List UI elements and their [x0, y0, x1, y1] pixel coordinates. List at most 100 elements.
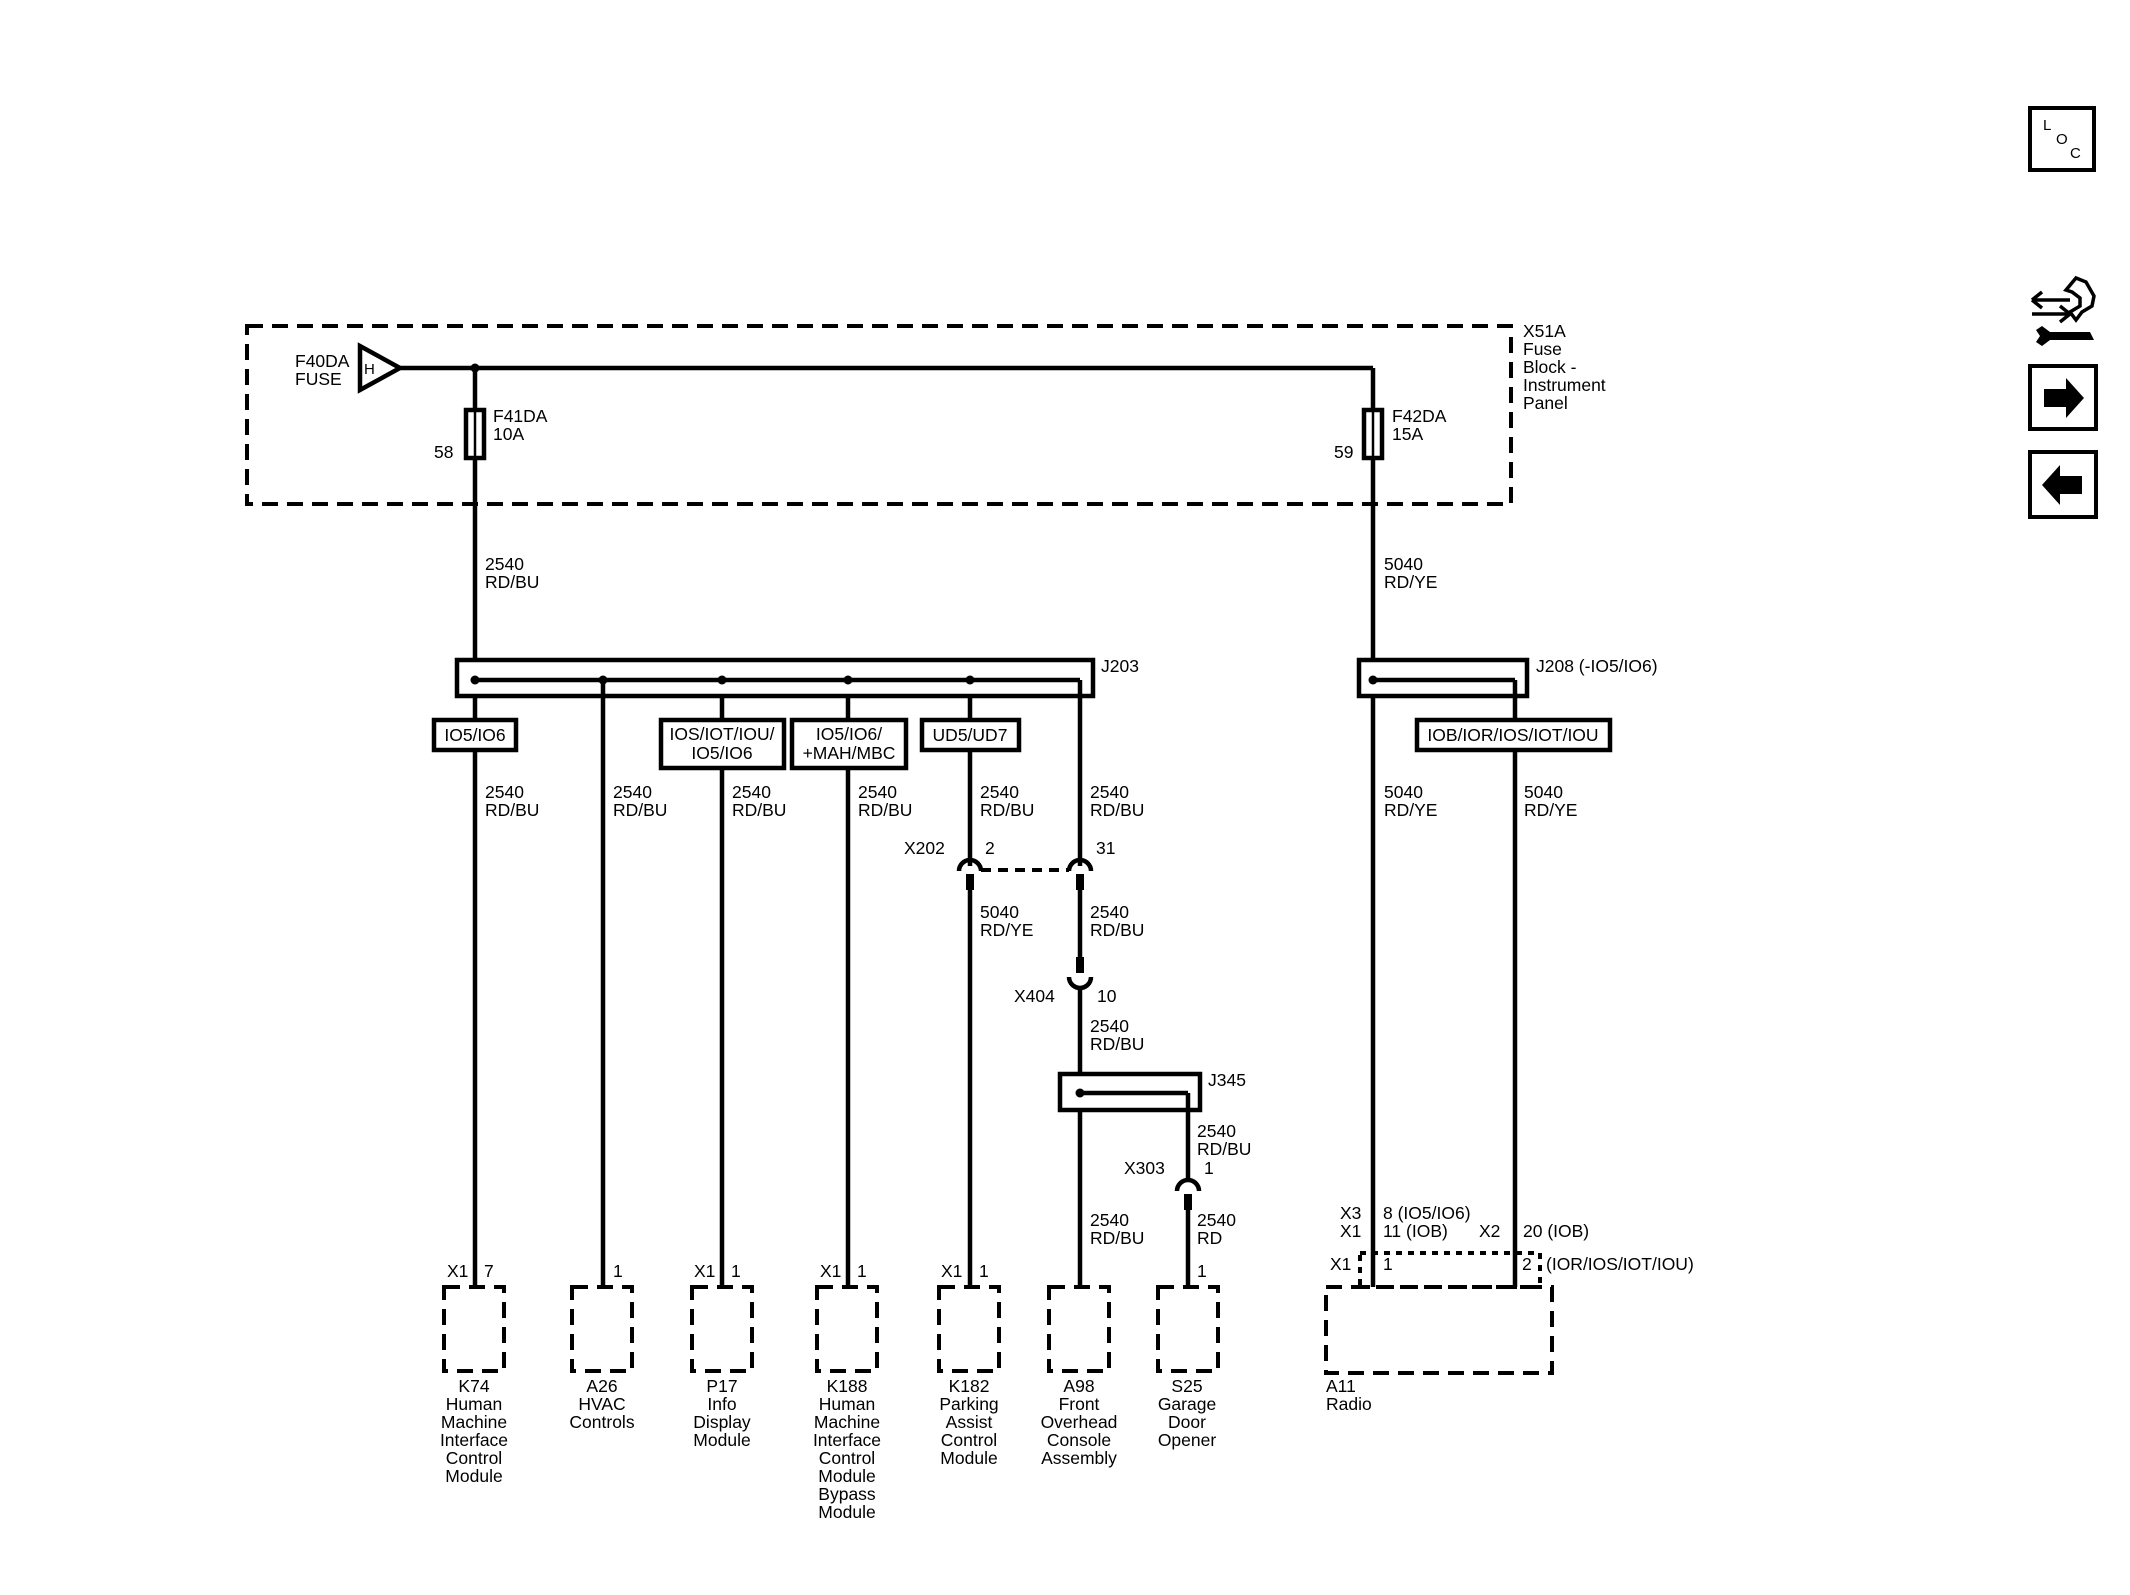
component-p17-label: P17 Info Display Module — [693, 1376, 751, 1450]
component-k74-label: K74 Human Machine Interface Control Modu… — [440, 1376, 508, 1486]
option-p17-text: IOS/IOT/IOU/ — [669, 724, 774, 744]
connector-pin — [1184, 1194, 1192, 1210]
component-s25-label: S25 Garage Door Opener — [1158, 1376, 1217, 1450]
location-letter: C — [2070, 145, 2081, 162]
component-desc: Parking — [939, 1394, 998, 1414]
splice-j345-label: J345 — [1208, 1070, 1246, 1090]
splice-node — [717, 675, 727, 685]
component-desc: Control — [446, 1448, 502, 1468]
component-a11-name: Radio — [1326, 1394, 1372, 1414]
connector-x303-pin: 1 — [1204, 1158, 1214, 1178]
option-k182 — [919, 717, 1022, 753]
connector-pin — [1076, 874, 1084, 890]
option-k74 — [431, 717, 519, 753]
fuse-f42da-name: F42DA — [1392, 406, 1447, 426]
component-desc: Door — [1168, 1412, 1206, 1432]
wire-gauge: 5040 — [980, 902, 1019, 922]
radio-pin-x3: 8 (IO5/IO6) — [1383, 1203, 1471, 1223]
wire-gauge: 2540 — [858, 782, 897, 802]
component-k74-box — [442, 1285, 506, 1373]
radio-connector-x1: X1 — [1340, 1221, 1361, 1241]
wire-color: RD/YE — [1384, 800, 1437, 820]
component-a11-ref: A11 — [1326, 1376, 1356, 1396]
component-desc: Module — [818, 1502, 875, 1522]
source-fuse-name: F40DA — [295, 351, 350, 371]
fuse-f41da-pin: 58 — [434, 442, 453, 462]
fuse-f42da-rating: 15A — [1392, 424, 1423, 444]
arrow-right-line — [2032, 304, 2072, 324]
component-ref: A26 — [586, 1376, 617, 1396]
wire-gauge: 2540 — [732, 782, 771, 802]
connector-x202-pin-b: 31 — [1096, 838, 1115, 858]
connector-x404-label: X404 — [1014, 986, 1055, 1006]
component-desc: Bypass — [818, 1484, 876, 1504]
component-ref: K182 — [949, 1376, 990, 1396]
wire-gauge: 2540 — [1090, 1210, 1129, 1230]
fuse-block-outline — [245, 324, 1513, 506]
connector-pin — [1076, 957, 1084, 973]
radio-pin-2: 2 — [1522, 1254, 1532, 1274]
option-p17 — [658, 717, 787, 771]
option-k188-text: +MAH/MBC — [803, 743, 896, 763]
component-desc: Human — [819, 1394, 875, 1414]
component-a98-box — [1047, 1285, 1111, 1373]
fuse-block-desc: Panel — [1523, 393, 1568, 413]
component-a98-label: A98 Front Overhead Console Assembly — [1041, 1376, 1118, 1468]
component-ref: K188 — [827, 1376, 868, 1396]
wire-color: RD/BU — [980, 800, 1034, 820]
wire-gauge: 2540 — [1090, 902, 1129, 922]
component-pin: 1 — [731, 1261, 741, 1281]
connector-x202-pin31 — [1066, 857, 1094, 872]
splice-node — [470, 675, 480, 685]
previous-page-button[interactable] — [2028, 450, 2098, 519]
wire-color: RD/YE — [1524, 800, 1577, 820]
connector-x202-label: X202 — [904, 838, 945, 858]
component-ref: P17 — [706, 1376, 737, 1396]
component-connector: X1 — [447, 1261, 468, 1281]
component-desc: Module — [693, 1430, 750, 1450]
wrench-icon — [2036, 326, 2094, 346]
component-k182-box — [937, 1285, 1001, 1373]
wire-color: RD/YE — [1384, 572, 1437, 592]
connector-x202-pin-a: 2 — [985, 838, 995, 858]
wire-gauge: 2540 — [1090, 1016, 1129, 1036]
radio-pin-1: 1 — [1383, 1254, 1393, 1274]
source-letter: H — [364, 361, 375, 378]
next-page-button[interactable] — [2028, 364, 2098, 431]
component-ref: A98 — [1063, 1376, 1094, 1396]
connector-x404-pin: 10 — [1097, 986, 1117, 1006]
option-radio-text: IOB/IOR/IOS/IOT/IOU — [1427, 725, 1598, 745]
fuse-f41da-name: F41DA — [493, 406, 548, 426]
wire-color: RD/BU — [485, 800, 539, 820]
connector-shape — [2063, 275, 2096, 323]
component-desc: Interface — [813, 1430, 881, 1450]
radio-connector-x1b: X1 — [1330, 1254, 1351, 1274]
component-connector: X1 — [941, 1261, 962, 1281]
radio-connector-x3: X3 — [1340, 1203, 1361, 1223]
fuse-block-desc: Instrument — [1523, 375, 1606, 395]
component-desc: Human — [446, 1394, 502, 1414]
fuse-block-desc: Fuse — [1523, 339, 1562, 359]
component-desc: Console — [1047, 1430, 1111, 1450]
component-desc: Controls — [569, 1412, 634, 1432]
component-desc: Control — [941, 1430, 997, 1450]
wire-gauge: 2540 — [1197, 1210, 1236, 1230]
fuse-f42da-pin: 59 — [1334, 442, 1353, 462]
wire-gauge: 2540 — [613, 782, 652, 802]
arrow-left-line — [2030, 290, 2070, 310]
component-desc: Module — [445, 1466, 502, 1486]
radio-pin-2-option: (IOR/IOS/IOT/IOU) — [1546, 1254, 1694, 1274]
component-ref: S25 — [1171, 1376, 1202, 1396]
location-button[interactable]: L O C — [2028, 106, 2096, 172]
connector-pin — [966, 874, 974, 890]
splice-j203-label: J203 — [1101, 656, 1139, 676]
component-k188-label: K188 Human Machine Interface Control Mod… — [813, 1376, 881, 1522]
connector-x303 — [1174, 1177, 1202, 1192]
option-radio — [1414, 717, 1613, 753]
splice-node — [1075, 1088, 1085, 1098]
wire-gauge: 5040 — [1524, 782, 1563, 802]
splice-node — [965, 675, 975, 685]
connector-view-icon[interactable] — [2030, 275, 2096, 346]
wire-gauge: 2540 — [1090, 782, 1129, 802]
